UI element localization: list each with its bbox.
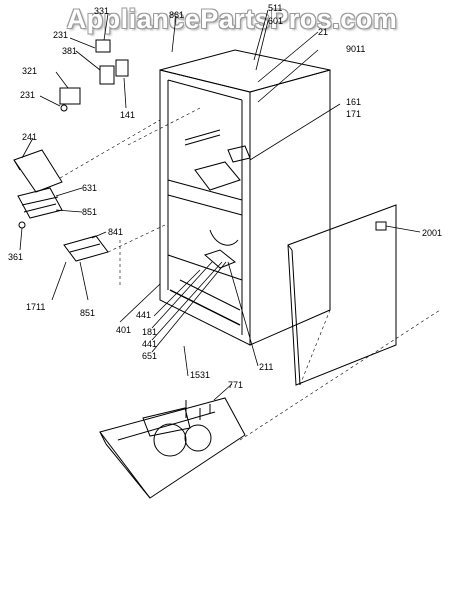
bracket-assembly xyxy=(13,149,109,262)
callout-361: 361 xyxy=(8,252,24,262)
alignment-lines xyxy=(59,107,441,441)
watermark: AppliancePartsPros.com xyxy=(66,4,398,34)
callout-841: 841 xyxy=(108,227,124,237)
door-panel xyxy=(287,204,397,386)
cabinet-outline xyxy=(159,49,331,346)
callout-1531: 1531 xyxy=(190,370,211,380)
callout-211: 211 xyxy=(259,362,274,372)
callout-171: 171 xyxy=(346,109,362,119)
callout-21: 21 xyxy=(318,27,329,37)
compressor-base xyxy=(99,397,246,499)
callout-401: 401 xyxy=(116,325,132,335)
small-parts xyxy=(59,39,129,112)
callout-9011: 9011 xyxy=(346,44,366,54)
callout-511: 511 xyxy=(268,3,283,13)
callout-651: 651 xyxy=(142,351,158,361)
callout-441: 441 xyxy=(142,339,158,349)
callout-851: 851 xyxy=(82,207,98,217)
callout-441: 441 xyxy=(136,310,152,320)
callout-331: 331 xyxy=(94,6,110,16)
callout-181: 181 xyxy=(142,327,158,337)
leader-lines xyxy=(19,9,421,401)
callout-321: 321 xyxy=(22,66,38,76)
callout-231: 231 xyxy=(53,30,69,40)
callout-851: 851 xyxy=(80,308,96,318)
callout-381: 381 xyxy=(62,46,78,56)
callout-141: 141 xyxy=(120,110,136,120)
callout-771: 771 xyxy=(228,380,244,390)
callout-241: 241 xyxy=(22,132,38,142)
callout-161: 161 xyxy=(346,97,362,107)
callout-861: 861 xyxy=(169,10,185,20)
callout-2001: 2001 xyxy=(422,228,443,238)
callout-1711: 1711 xyxy=(26,302,46,312)
callout-601: 601 xyxy=(268,16,284,26)
callout-631: 631 xyxy=(82,183,98,193)
callout-231: 231 xyxy=(20,90,36,100)
